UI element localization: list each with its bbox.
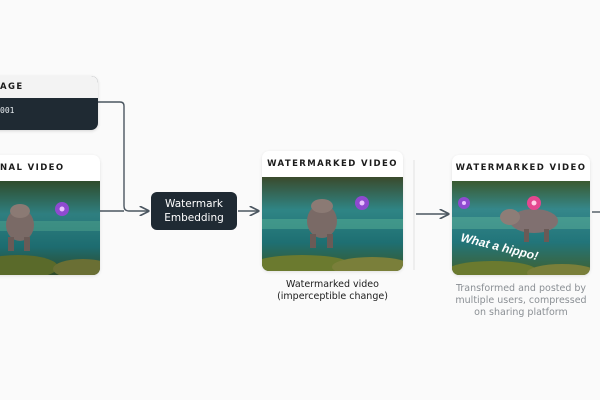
watermarked-video-card: WATERMARKED VIDEO [262, 151, 403, 271]
original-video-card: NAL VIDEO [0, 155, 100, 275]
embedding-label-line2: Embedding [164, 212, 224, 224]
watermarked-caption: Watermarked video (imperceptible change) [262, 279, 403, 303]
transformed-caption-line2: multiple users, compressed [455, 295, 587, 306]
transformed-caption-line3: on sharing platform [474, 307, 568, 318]
watermarked-caption-line1: Watermarked video [286, 279, 379, 290]
transformed-video-card: WATERMARKED VIDEO What a hippo! [452, 155, 590, 275]
watermark-embedding-box: Watermark Embedding [151, 192, 237, 230]
hippo-figure [500, 209, 558, 242]
watermarked-caption-line2: (imperceptible change) [277, 291, 388, 302]
transformed-caption: Transformed and posted by multiple users… [440, 283, 600, 319]
purple-flower [355, 196, 369, 210]
hippo-figure [307, 199, 337, 248]
message-card: AGE 001 [0, 76, 98, 130]
transformed-video-thumbnail: What a hippo! [452, 181, 590, 275]
embedding-label-line1: Watermark [165, 198, 223, 210]
message-card-header: AGE [0, 76, 98, 98]
watermarked-video-thumbnail [262, 177, 403, 271]
watermarked-video-header: WATERMARKED VIDEO [267, 159, 398, 169]
transformed-caption-line1: Transformed and posted by [455, 283, 587, 294]
message-to-embed-arrow [98, 101, 148, 211]
message-value: 001 [0, 106, 15, 115]
original-video-thumbnail [0, 181, 100, 275]
original-video-header: NAL VIDEO [0, 163, 65, 173]
hippo-figure [6, 204, 34, 251]
purple-flower [458, 197, 470, 209]
purple-flower [55, 202, 69, 216]
pink-flower [527, 196, 541, 210]
transformed-video-header: WATERMARKED VIDEO [455, 163, 587, 173]
